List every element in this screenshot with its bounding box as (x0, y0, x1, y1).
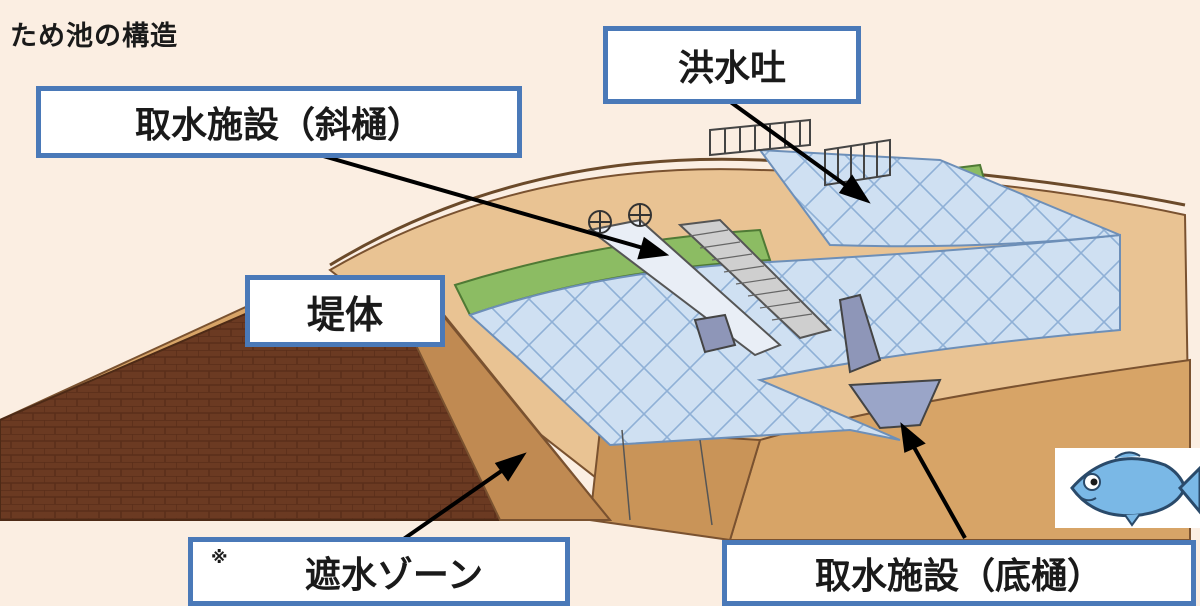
arrows (284, 96, 967, 547)
label-core-zone: ※ 遮水ゾーン (188, 537, 570, 606)
upstream-lattice (468, 233, 1121, 447)
label-intake-bottom-text: 取水施設（底樋） (814, 556, 1103, 597)
soil-mid (588, 428, 762, 542)
label-embankment-text: 堤体 (306, 292, 383, 337)
label-core-zone-text: 遮水ゾーン (304, 554, 484, 596)
slope-conduit (587, 218, 782, 357)
rim-line (329, 157, 1186, 267)
gate-plate (693, 313, 737, 354)
stairs (677, 218, 832, 340)
label-intake-bottom: 取水施設（底樋） (722, 540, 1196, 606)
bottom-intake (838, 293, 882, 374)
label-intake-slope: 取水施設（斜樋） (36, 86, 522, 158)
spillway-railing (709, 118, 891, 187)
label-spillway-text: 洪水吐 (677, 48, 786, 89)
bottom-intake-box (848, 378, 942, 430)
label-spillway: 洪水吐 (603, 26, 861, 104)
core-zone-note: ※ (211, 548, 228, 568)
intake-wheels (588, 203, 652, 234)
label-embankment: 堤体 (245, 275, 445, 347)
label-intake-slope-text: 取水施設（斜樋） (134, 105, 423, 146)
fish-icon (1055, 448, 1200, 528)
diagram-title: ため池の構造 (10, 21, 178, 52)
